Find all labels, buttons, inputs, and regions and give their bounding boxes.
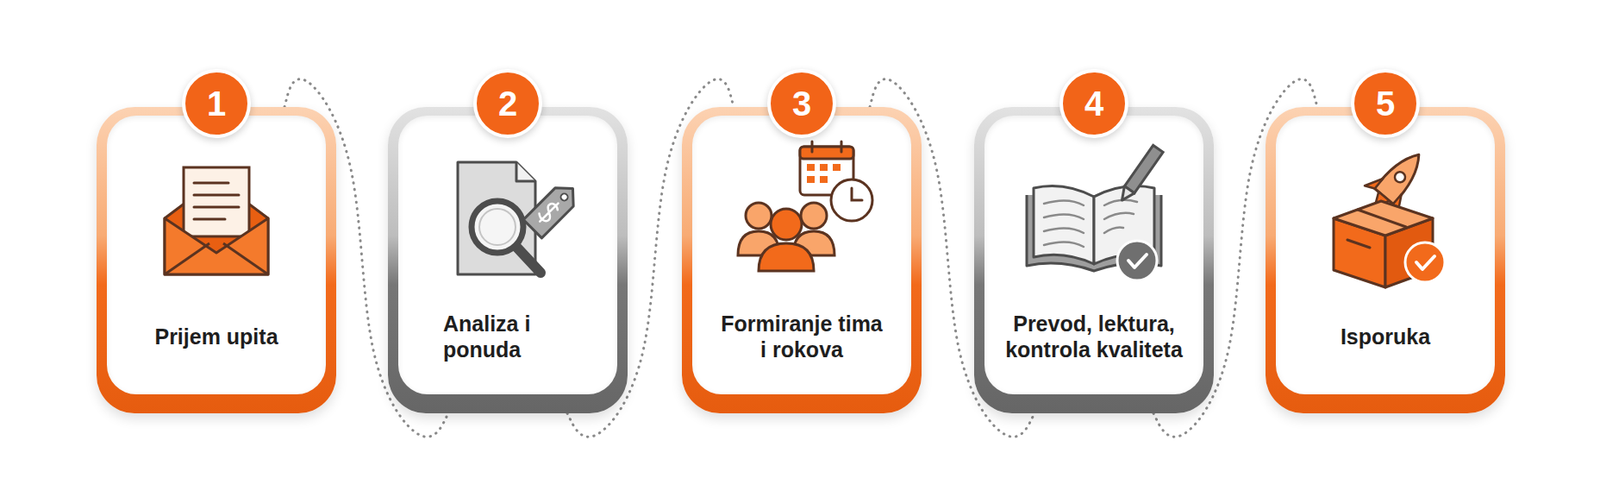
label-area: Formiranje tima i rokova xyxy=(693,283,910,389)
envelope-icon xyxy=(164,167,269,275)
delivery-icon-part xyxy=(1416,256,1435,269)
analysis-icon-part xyxy=(457,162,536,275)
card-face xyxy=(106,115,326,394)
delivery-icon-part xyxy=(1347,209,1407,248)
step-label: Isporuka xyxy=(1340,323,1431,350)
step-label: Formiranje tima i rokova xyxy=(715,310,888,363)
step-card: 5Isporuka xyxy=(1265,106,1506,413)
proofreading-icon-part xyxy=(1093,186,1155,264)
step-number: 3 xyxy=(792,86,812,121)
proofreading-icon-part xyxy=(1117,240,1157,281)
delivery-icon-part xyxy=(1393,169,1408,185)
delivery-icon-part xyxy=(1364,172,1409,213)
team-icon-part xyxy=(793,231,835,256)
team-icon-part xyxy=(831,179,873,221)
analysis-icon-part xyxy=(516,162,536,182)
team-icon-part xyxy=(819,163,828,171)
team-icon-part xyxy=(812,141,842,152)
proofreading-icon-part xyxy=(1128,254,1147,268)
analysis-icon-part xyxy=(516,246,541,273)
step-number: 5 xyxy=(1375,86,1395,121)
delivery-icon-part xyxy=(1374,146,1429,205)
proofreading-icon xyxy=(1026,144,1163,281)
step-number: 2 xyxy=(498,86,518,121)
team-icon-part xyxy=(851,187,863,200)
delivery-icon-part xyxy=(1333,200,1433,236)
proofreading-icon-part xyxy=(1033,186,1094,264)
step-card: 2Analiza i ponuda xyxy=(387,106,628,413)
delivery-icon-part xyxy=(1385,218,1433,288)
envelope-icon-part xyxy=(193,182,239,219)
analysis-icon-part xyxy=(535,199,562,225)
label-area: Isporuka xyxy=(1277,283,1494,389)
team-icon-part xyxy=(806,163,815,171)
step-number-badge: 4 xyxy=(1059,68,1129,138)
proofreading-icon-part xyxy=(1124,144,1163,194)
delivery-icon-part xyxy=(1405,242,1445,282)
team-icon-part xyxy=(758,243,814,271)
team-icon-part xyxy=(800,146,854,195)
envelope-icon-part xyxy=(164,243,269,275)
analysis-icon-part xyxy=(479,208,516,245)
envelope-icon-part xyxy=(164,218,269,275)
team-icon-part xyxy=(770,208,802,240)
card-face xyxy=(1275,115,1495,394)
team-icon-part xyxy=(806,175,815,183)
delivery-icon-part xyxy=(1405,242,1445,282)
team-icon-part xyxy=(819,175,828,183)
analysis-icon-part xyxy=(523,179,582,238)
team-icon-part xyxy=(800,146,854,159)
delivery-icon-part xyxy=(1368,191,1389,212)
envelope-icon-part xyxy=(183,167,250,237)
step-card: 3Formiranje tima i rokova xyxy=(681,106,922,413)
team-icon-part xyxy=(832,163,841,171)
proofreading-icon-part xyxy=(1117,240,1157,281)
step-number-badge: 5 xyxy=(1350,68,1420,138)
team-icon-part xyxy=(745,202,772,229)
analysis-icon xyxy=(457,162,582,275)
step-card: 1Prijem upita xyxy=(96,106,337,413)
proofreading-icon-part xyxy=(1117,144,1163,204)
step-number: 4 xyxy=(1084,86,1104,121)
team-icon-part xyxy=(737,231,780,256)
step-label: Analiza i ponuda xyxy=(443,310,573,363)
label-area: Prevod, lektura, kontrola kvaliteta xyxy=(986,283,1202,389)
delivery-icon xyxy=(1333,140,1445,288)
label-area: Analiza i ponuda xyxy=(400,283,616,389)
proofreading-icon-part xyxy=(1117,186,1135,204)
step-label: Prijem upita xyxy=(154,323,278,350)
step-card: 4Prevod, lektura, kontrola kvaliteta xyxy=(974,106,1214,413)
label-area: Prijem upita xyxy=(108,283,325,389)
team-icon xyxy=(737,141,873,271)
delivery-icon-part xyxy=(1357,140,1436,221)
proofreading-icon-part xyxy=(1043,200,1138,247)
step-number-badge: 1 xyxy=(181,68,251,138)
analysis-icon-part xyxy=(471,200,524,253)
step-number-badge: 3 xyxy=(767,68,837,138)
step-number-badge: 2 xyxy=(473,68,543,138)
delivery-icon-part xyxy=(1333,218,1386,288)
proofreading-icon-part xyxy=(1026,194,1162,271)
step-label: Prevod, lektura, kontrola kvaliteta xyxy=(992,310,1196,363)
envelope-icon-part xyxy=(164,179,269,275)
analysis-icon-part xyxy=(523,179,582,238)
analysis-icon-part xyxy=(559,192,569,202)
step-number: 1 xyxy=(206,86,226,121)
team-icon-part xyxy=(800,202,827,229)
